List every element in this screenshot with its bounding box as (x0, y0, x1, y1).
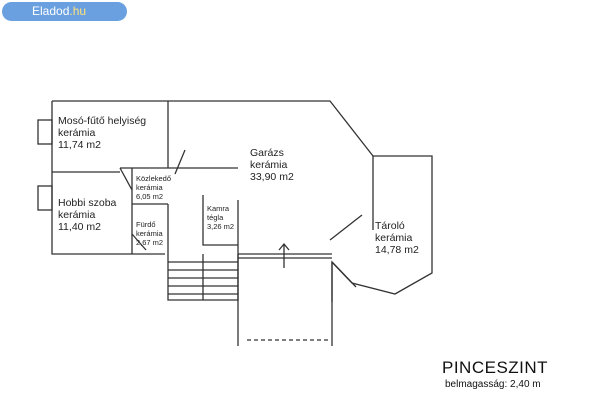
floor-title: PINCESZINT (442, 358, 549, 377)
outer-wall-left (51, 101, 165, 255)
door-swing-tarolo (331, 261, 357, 288)
window-hobbi (37, 185, 53, 211)
garage-entry-walls (237, 254, 333, 346)
floor-subtitle: belmagasság: 2,40 m (445, 379, 541, 390)
site-watermark-badge: Eladod.hu (2, 2, 127, 21)
entry-arrow (278, 242, 290, 268)
wall-kamra (202, 195, 238, 246)
door-swing-corridor (119, 149, 186, 191)
window-moso (37, 119, 53, 145)
watermark-brand: Eladod (32, 4, 70, 18)
garage-sill (238, 253, 332, 259)
watermark-tld: .hu (69, 4, 87, 18)
door-swing-furdo (131, 233, 147, 251)
wall-tarolo (329, 156, 374, 241)
